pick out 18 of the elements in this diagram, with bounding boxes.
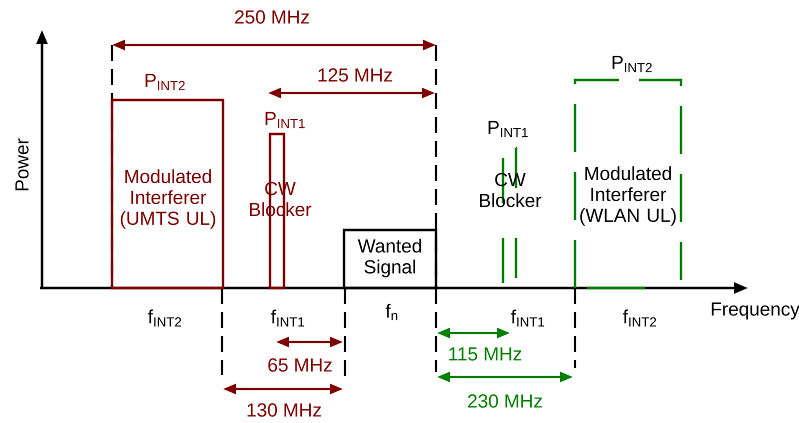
frequency-label: f$_{INT2}$ [623, 310, 656, 327]
dimension-label: 230 MHz [468, 394, 542, 408]
power-label: P$_{INT1}$ [266, 112, 305, 128]
dimension-label: 115 MHz [449, 347, 522, 361]
dimension-label: 125 MHz [318, 68, 392, 82]
frequency-label: f$_{INT2}$ [148, 310, 182, 327]
power-label: P$_{INT2}$ [612, 56, 652, 72]
signal-box: Modulated Interferer (WLAN UL) [574, 78, 682, 290]
frequency-label: f$_{INT1}$ [271, 310, 304, 326]
axis-label: Power [15, 138, 29, 190]
dimension-label: 130 MHz [248, 403, 321, 417]
frequency-label: f$_{INT1}$ [511, 310, 544, 326]
power-label: P$_{INT2}$ [146, 74, 185, 90]
dimension-label: 250 MHz [235, 10, 309, 24]
power-label: P$_{INT1}$ [488, 120, 528, 138]
dimension-label: 65 MHz [268, 358, 332, 372]
signal-box: Wanted Signal [342, 228, 438, 290]
signal-box: Modulated Interferer (UMTS UL) [110, 98, 224, 290]
